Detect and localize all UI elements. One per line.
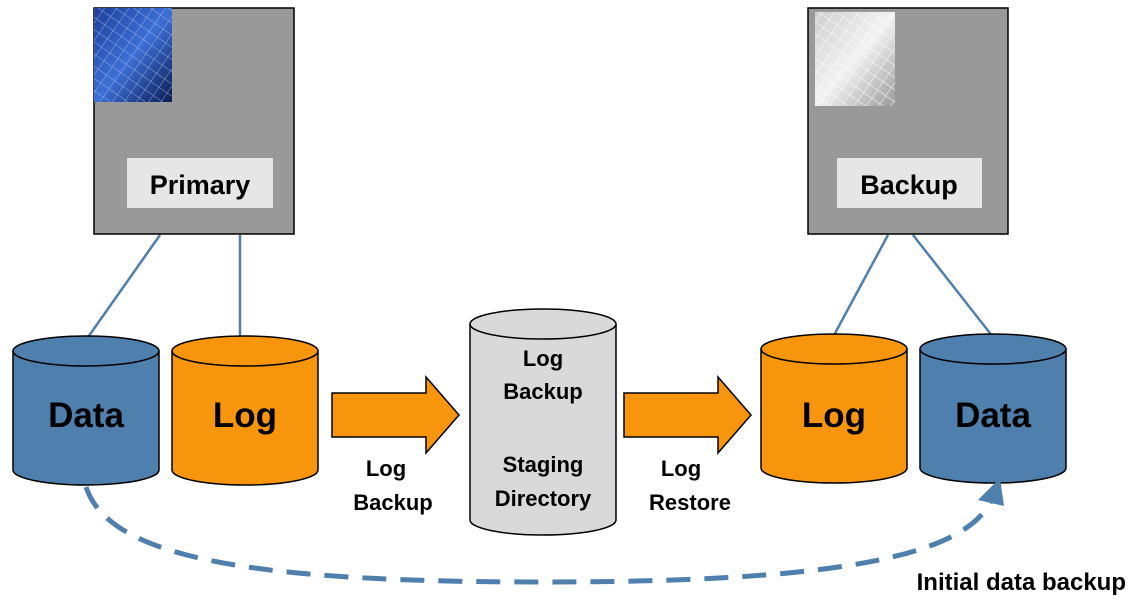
- staging-directory-disk: Log Backup Staging Directory: [469, 308, 617, 536]
- backup-label: Backup: [860, 170, 958, 200]
- log-backup-flow-label-2: Backup: [353, 490, 432, 515]
- log-restore-flow-label-2: Restore: [649, 490, 731, 515]
- staging-label-1: Log: [523, 346, 563, 371]
- backup-data-disk: Data: [919, 333, 1067, 484]
- connector-backup-log: [831, 234, 890, 338]
- primary-data-label: Data: [48, 396, 124, 435]
- primary-server-image: [94, 8, 172, 102]
- backup-log-disk: Log: [760, 333, 908, 484]
- log-restore-arrow: [623, 374, 752, 456]
- primary-server: Primary: [93, 7, 295, 235]
- backup-label-box: [837, 158, 982, 208]
- connector-backup-data: [912, 234, 994, 338]
- connector-primary-data: [84, 234, 162, 341]
- backup-log-label: Log: [802, 396, 866, 435]
- staging-label-3: Staging: [503, 452, 584, 477]
- primary-log-disk: Log: [171, 335, 319, 486]
- primary-log-label: Log: [213, 396, 277, 435]
- backup-data-label: Data: [955, 396, 1031, 435]
- initial-data-backup-label: Initial data backup: [917, 569, 1126, 596]
- initial-data-backup-arrow: [83, 478, 1004, 585]
- primary-label-box: [127, 158, 273, 208]
- log-restore-flow-label-1: Log: [661, 456, 701, 481]
- primary-label: Primary: [150, 170, 251, 200]
- connector-lines: [84, 234, 994, 341]
- primary-data-disk: Data: [12, 335, 160, 486]
- staging-label-4: Directory: [495, 486, 592, 511]
- log-backup-flow-label-1: Log: [366, 456, 406, 481]
- backup-server: Backup: [807, 7, 1009, 235]
- log-backup-arrow: [331, 374, 460, 456]
- backup-server-image: [815, 12, 895, 106]
- staging-label-2: Backup: [503, 379, 582, 404]
